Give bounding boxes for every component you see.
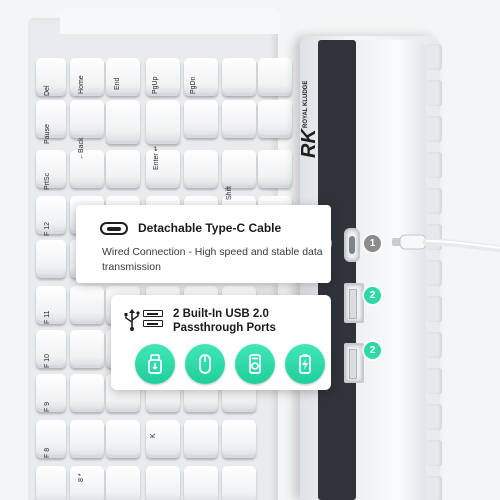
brand-logo-subtext: ROYAL KLUDGE xyxy=(303,81,309,128)
typec-callout-title: Detachable Type-C Cable xyxy=(138,221,282,235)
keycap xyxy=(106,100,140,144)
keycap xyxy=(222,150,256,188)
keycap xyxy=(222,100,256,138)
keycap xyxy=(258,100,292,138)
keycap xyxy=(36,100,66,138)
typec-callout-description: Wired Connection - High speed and stable… xyxy=(102,246,323,273)
case-ridge xyxy=(426,404,442,430)
case-side-wall xyxy=(356,40,426,500)
mouse-icon xyxy=(185,344,225,384)
usb-top-port-badge: 2 xyxy=(364,287,381,304)
keycap xyxy=(146,420,180,458)
keycap xyxy=(70,58,104,96)
keycap xyxy=(36,374,66,412)
keycap xyxy=(184,58,218,96)
usb-port-mini-icon xyxy=(143,310,163,317)
key-legend-pgdn: PgDn xyxy=(190,76,197,94)
keycap xyxy=(222,466,256,500)
key-legend-f11: F 11 xyxy=(44,310,51,325)
usb-bottom-port-badge: 2 xyxy=(364,342,381,359)
keycap xyxy=(36,420,66,458)
usb-callout-title-line2: Passthrough Ports xyxy=(173,322,276,334)
key-legend-eight: 8 * xyxy=(78,473,85,482)
key-legend-f12: F 12 xyxy=(44,221,51,236)
keycap xyxy=(106,58,140,96)
typec-callout: Detachable Type-C Cable Wired Connection… xyxy=(76,205,331,283)
usb-device-icons xyxy=(135,344,325,384)
keycap xyxy=(106,466,140,500)
battery-charging-icon xyxy=(285,344,325,384)
case-ridge xyxy=(426,44,442,70)
keycap xyxy=(36,286,66,324)
key-legend-del: Del xyxy=(44,85,51,96)
brand-logo-text: RK xyxy=(298,128,320,158)
keycap xyxy=(70,286,104,324)
case-ridge xyxy=(426,368,442,394)
keycap xyxy=(36,196,66,234)
key-legend-home: Home xyxy=(78,75,85,94)
key-legend-prtsc: PrtSc xyxy=(44,172,51,190)
usb-callout-title-line1: 2 Built-In USB 2.0 xyxy=(173,308,269,320)
usb-callout: 2 Built-In USB 2.0 Passthrough Ports xyxy=(111,295,331,390)
usb-port-top xyxy=(344,283,364,323)
key-legend-f8: F 8 xyxy=(44,447,51,458)
key-legend-back: ←Back xyxy=(78,137,85,160)
usb-symbol-icon xyxy=(124,309,140,331)
usb-port-mini-icon xyxy=(143,320,163,327)
case-ridge xyxy=(426,440,442,466)
keycap xyxy=(222,58,256,96)
keycap xyxy=(70,330,104,368)
key-legend-end: End xyxy=(114,77,121,90)
typec-port-badge: 1 xyxy=(364,235,381,252)
keycap xyxy=(184,100,218,138)
key-legend-f10: F 10 xyxy=(44,353,51,368)
keycap xyxy=(106,150,140,188)
case-ridge xyxy=(426,188,442,214)
keycap xyxy=(70,374,104,412)
key-legend-shift: Shift xyxy=(226,185,233,200)
keycap xyxy=(184,466,218,500)
keycap xyxy=(70,420,104,458)
keycap xyxy=(146,150,180,188)
key-legend-k: K xyxy=(150,433,157,438)
keyboard-top-rim xyxy=(60,8,280,34)
keycap xyxy=(70,100,104,138)
keycap xyxy=(36,150,66,188)
keycap xyxy=(36,466,66,500)
type-c-port xyxy=(344,228,360,262)
case-ridge xyxy=(426,476,442,500)
media-player-icon xyxy=(235,344,275,384)
key-legend-enter: Enter ↵ xyxy=(153,145,160,170)
keycap xyxy=(106,420,140,458)
keycap xyxy=(258,58,292,96)
case-ridge xyxy=(426,332,442,358)
usb-drive-icon xyxy=(135,344,175,384)
case-ridge xyxy=(426,260,442,286)
keycap xyxy=(222,420,256,458)
keycap xyxy=(184,420,218,458)
keycap xyxy=(146,100,180,144)
key-legend-pause: Pause xyxy=(44,124,51,144)
keycap xyxy=(36,58,66,96)
case-ridge xyxy=(426,80,442,106)
case-ridge xyxy=(426,116,442,142)
keycap xyxy=(70,466,104,500)
usb-port-bottom xyxy=(344,343,364,383)
keycap xyxy=(70,150,104,188)
keycap xyxy=(36,240,66,278)
keycap xyxy=(146,466,180,500)
case-ridge xyxy=(426,296,442,322)
keycap xyxy=(146,58,180,96)
usb-callout-title: 2 Built-In USB 2.0 Passthrough Ports xyxy=(173,307,276,335)
type-c-cable xyxy=(392,234,500,252)
brand-logo: RK ROYAL KLUDGE xyxy=(298,81,320,158)
keycap xyxy=(36,330,66,368)
key-legend-pgup: PgUp xyxy=(152,76,159,94)
type-c-connector-icon xyxy=(100,222,128,235)
case-ridge xyxy=(426,152,442,178)
keycap xyxy=(184,150,218,188)
keycap xyxy=(258,150,292,188)
key-legend-f9: F 9 xyxy=(44,401,51,412)
